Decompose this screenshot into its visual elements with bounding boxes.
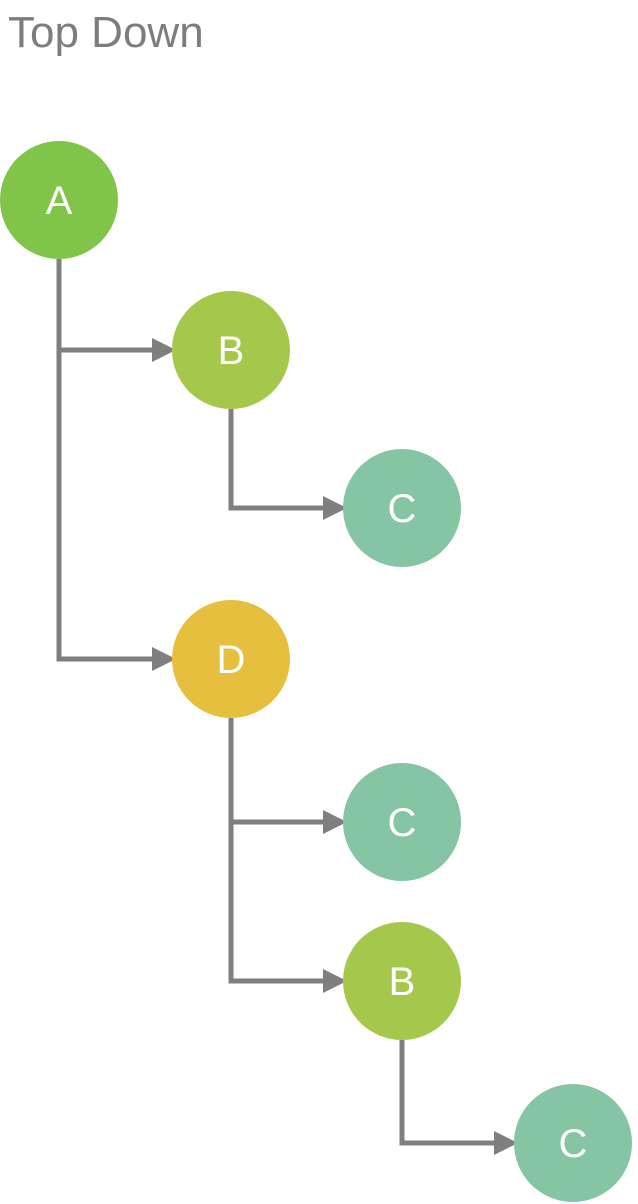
node-circle[interactable] <box>343 922 461 1040</box>
tree-node-c2[interactable]: C <box>343 763 461 881</box>
edge-line <box>228 718 323 984</box>
node-label: C <box>388 487 417 531</box>
arrowhead-icon <box>323 810 347 834</box>
tree-node-b1[interactable]: B <box>172 291 290 409</box>
tree-node-b2[interactable]: B <box>343 922 461 1040</box>
arrowhead-icon <box>323 496 347 520</box>
node-label: D <box>217 638 246 682</box>
edge-a-to-d <box>56 259 176 671</box>
edge-b1-to-c1 <box>228 409 347 520</box>
node-circle[interactable] <box>343 763 461 881</box>
edge-line <box>56 259 152 353</box>
arrowhead-icon <box>152 338 176 362</box>
edge-b2-to-c3 <box>399 1040 518 1155</box>
node-label: C <box>559 1122 588 1166</box>
edge-d-to-c2 <box>228 718 347 834</box>
edge-line <box>228 718 323 825</box>
node-circle[interactable] <box>172 600 290 718</box>
node-circle[interactable] <box>514 1084 632 1202</box>
tree-node-d[interactable]: D <box>172 600 290 718</box>
node-label: C <box>388 801 417 845</box>
tree-node-c3[interactable]: C <box>514 1084 632 1202</box>
edge-line <box>228 409 323 511</box>
tree-node-c1[interactable]: C <box>343 449 461 567</box>
arrowhead-icon <box>323 969 347 993</box>
page-title: Top Down <box>8 8 204 57</box>
node-circle[interactable] <box>343 449 461 567</box>
node-circle[interactable] <box>0 141 118 259</box>
tree-node-a[interactable]: A <box>0 141 118 259</box>
edge-d-to-b2 <box>228 718 347 993</box>
node-label: A <box>46 179 73 223</box>
nodes-group: A B C D C B C <box>0 141 632 1202</box>
edge-line <box>399 1040 494 1146</box>
edge-line <box>56 259 152 662</box>
arrowhead-icon <box>494 1131 518 1155</box>
edge-a-to-b1 <box>56 259 176 362</box>
node-label: B <box>218 329 245 373</box>
arrowhead-icon <box>152 647 176 671</box>
node-label: B <box>389 960 416 1004</box>
edges-group <box>56 259 518 1155</box>
node-circle[interactable] <box>172 291 290 409</box>
